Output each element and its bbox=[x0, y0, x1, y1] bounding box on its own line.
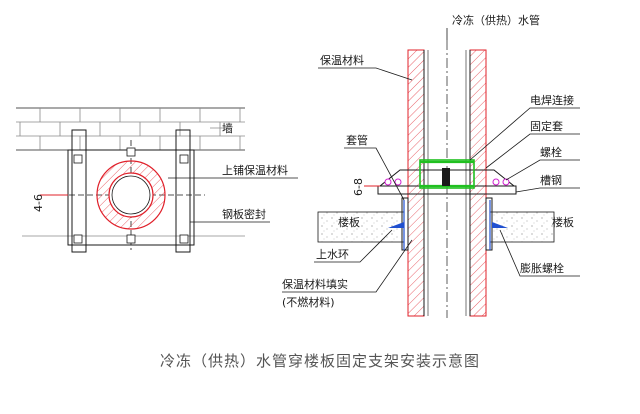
right-section-view: 6-8 冷冻（供热）水管 保温材料 电焊连接 固定套 套管 螺栓 槽钢 楼板 楼… bbox=[282, 13, 580, 318]
water-ring-left bbox=[388, 222, 404, 228]
expansion-bolt-label: 膨胀螺栓 bbox=[520, 261, 564, 275]
pipe-inner bbox=[111, 175, 151, 215]
brick-wall bbox=[16, 107, 245, 151]
plate-bolts bbox=[73, 147, 189, 244]
insulation-left bbox=[407, 49, 425, 317]
floor-right-label: 楼板 bbox=[552, 215, 574, 229]
sleeve-label: 套管 bbox=[346, 133, 368, 147]
insulation-material-label: 保温材料 bbox=[320, 53, 364, 67]
pipe-outer bbox=[108, 172, 154, 218]
steel-plate-seal-label: 钢板密封 bbox=[222, 207, 266, 221]
weld-zone bbox=[419, 159, 475, 189]
right-dim-label: 6-8 bbox=[352, 178, 365, 196]
wall-label: 墙 bbox=[222, 121, 233, 135]
diagram-caption: 冷冻（供热）水管穿楼板固定支架安装示意图 bbox=[160, 352, 480, 370]
channel-right bbox=[175, 129, 191, 253]
fill-line1-label: 保温材料填实 bbox=[282, 277, 348, 291]
top-insulation-label: 上铺保温材料 bbox=[222, 163, 288, 177]
section-bolts bbox=[384, 178, 510, 186]
left-plan-view: 4-6 墙 上铺保温材料 钢板密封 bbox=[16, 107, 298, 253]
weld-label: 电焊连接 bbox=[530, 93, 574, 107]
fixed-sleeve-label: 固定套 bbox=[530, 119, 563, 133]
water-ring-label: 上水环 bbox=[316, 248, 349, 261]
pipe-title-label: 冷冻（供热）水管 bbox=[452, 13, 540, 27]
channel-left bbox=[71, 129, 87, 253]
water-ring-right bbox=[492, 222, 508, 228]
bolt-label: 螺栓 bbox=[540, 145, 562, 159]
fill-line2-label: (不燃材料) bbox=[282, 295, 335, 309]
floor-left-label: 楼板 bbox=[338, 215, 360, 229]
channel-steel-label: 槽钢 bbox=[540, 174, 562, 187]
insulation-right bbox=[469, 49, 487, 317]
left-dim-label: 4-6 bbox=[32, 194, 45, 212]
